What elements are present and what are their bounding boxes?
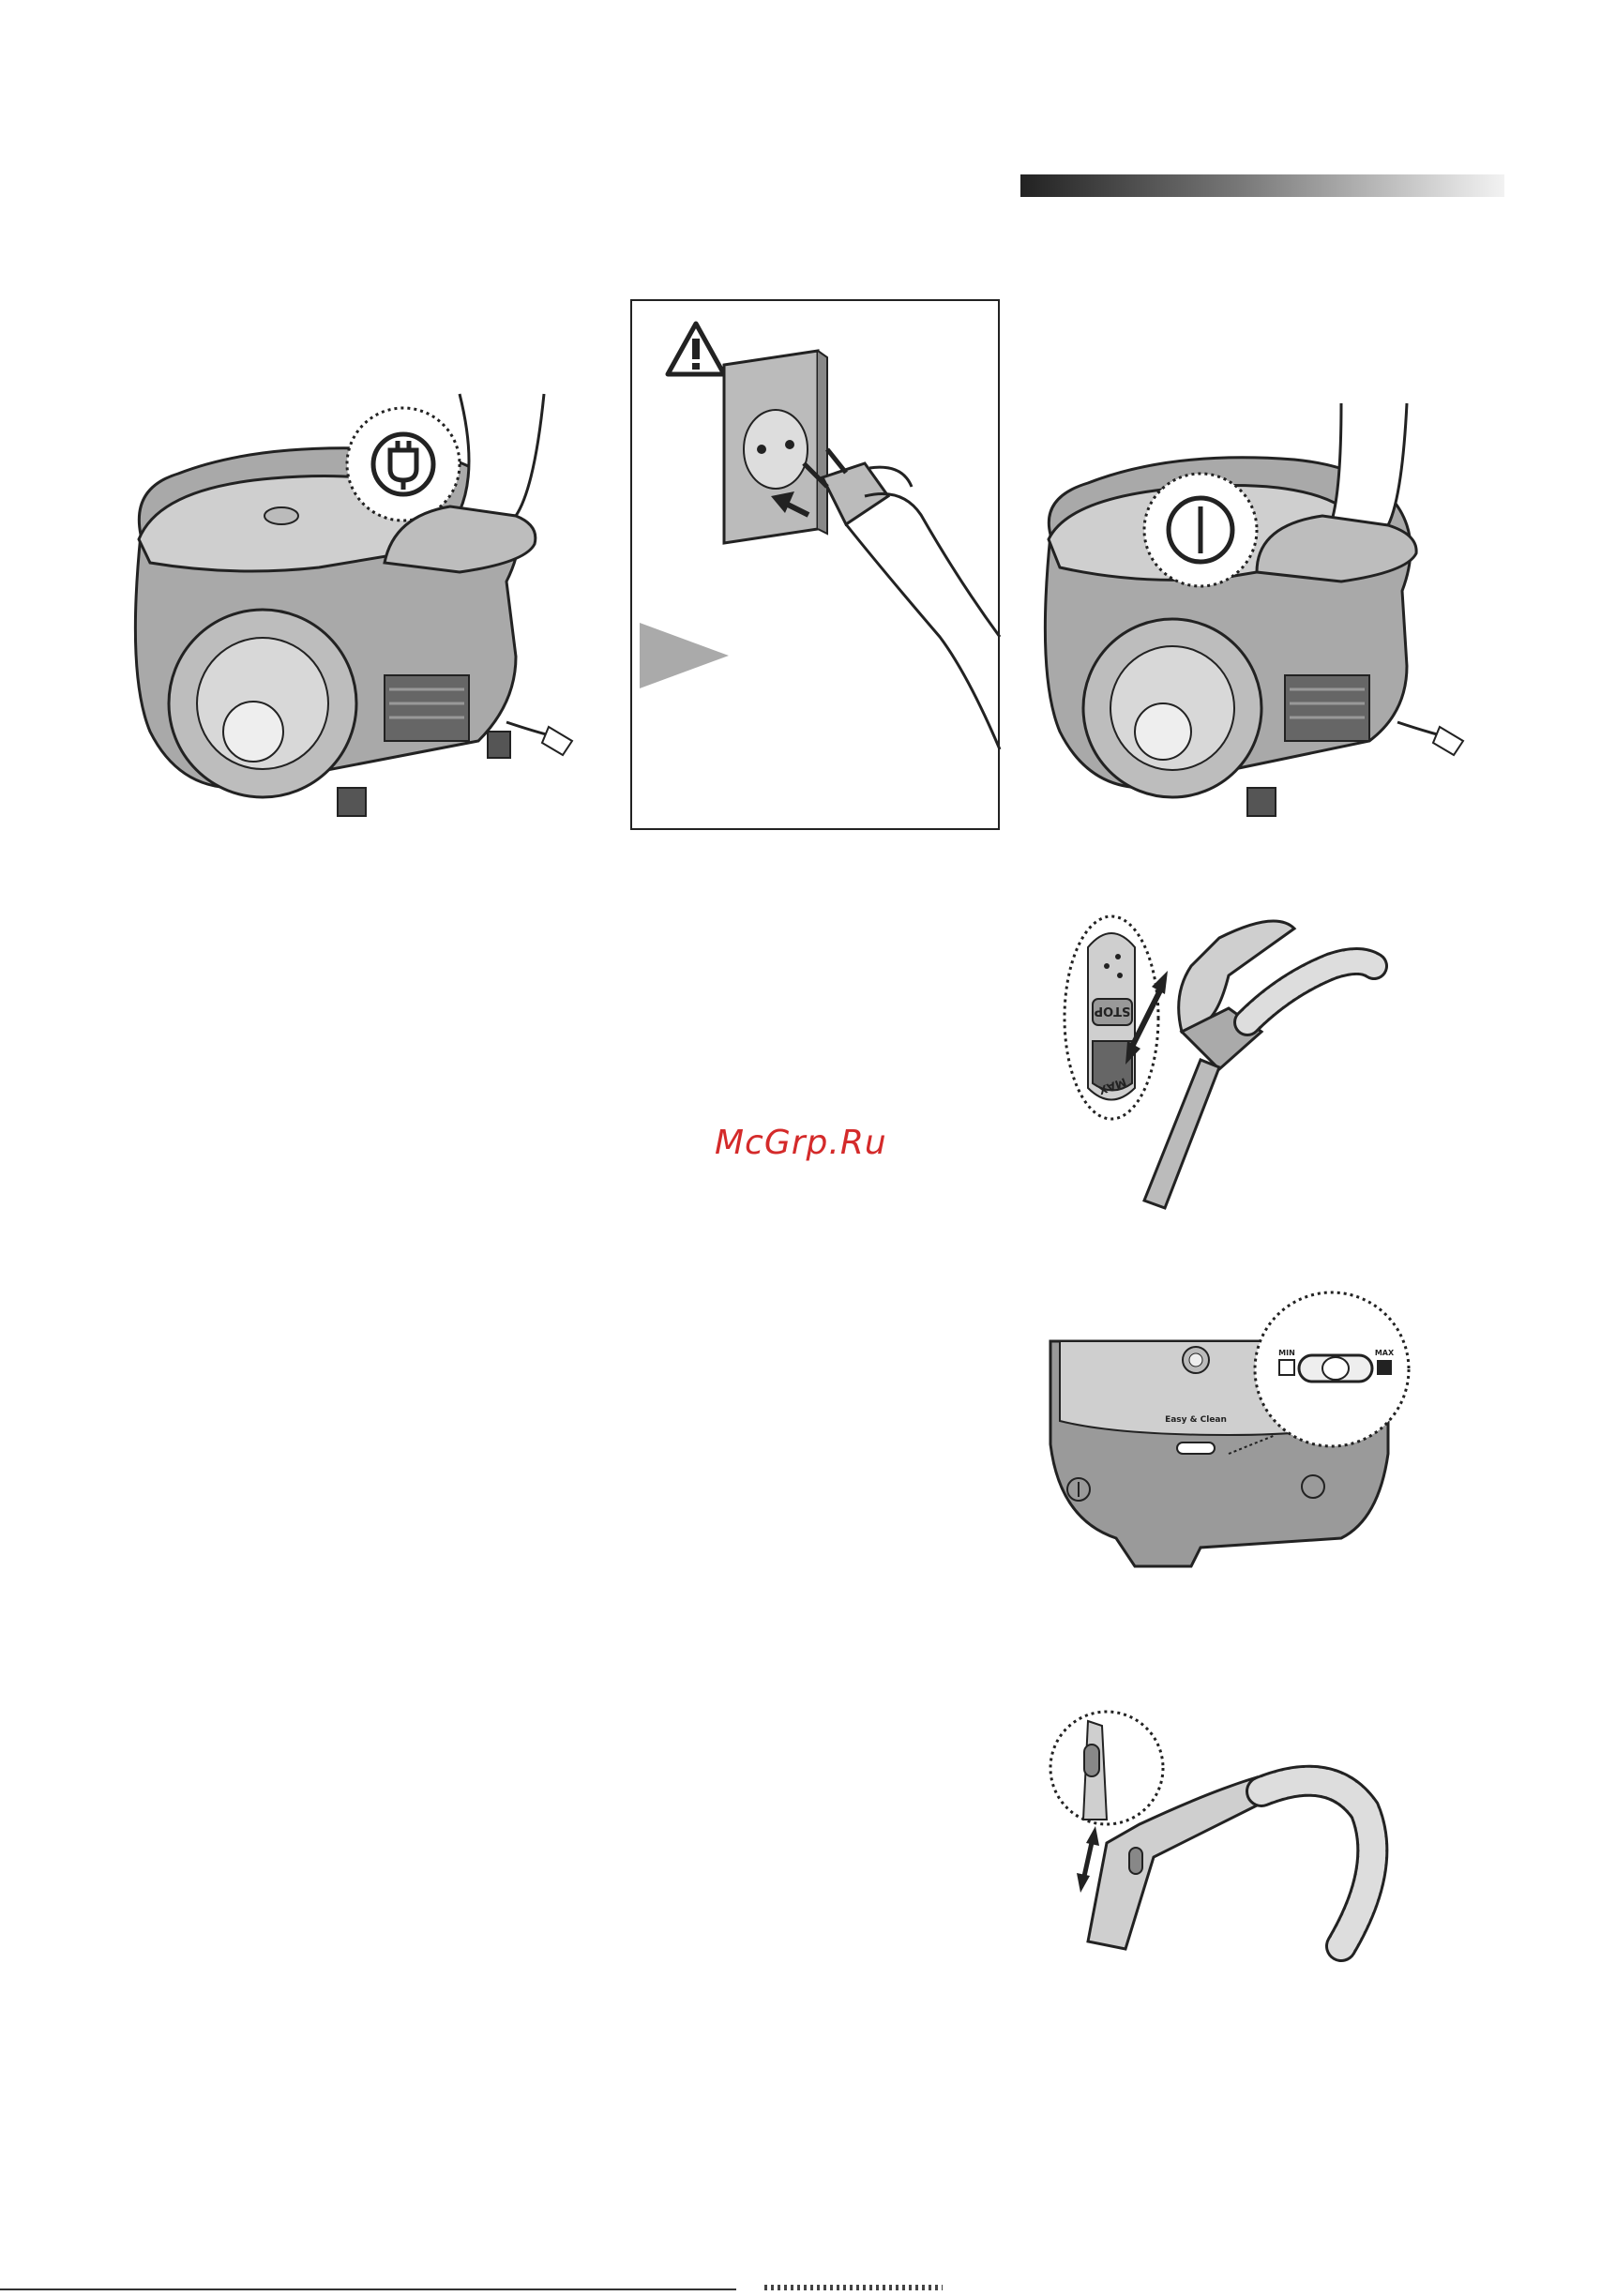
slider-max-label: MAX bbox=[1375, 1349, 1395, 1357]
switch-stop-label: STOP bbox=[1095, 1004, 1131, 1018]
suction-slider-illustration: Easy & Clean MIN MAX bbox=[1041, 1294, 1435, 1576]
unplug-from-socket-illustration bbox=[630, 299, 1000, 830]
warning-icon bbox=[668, 324, 724, 374]
vacuum-cord-rewind-illustration bbox=[122, 375, 610, 844]
header-gradient-bar bbox=[1020, 174, 1504, 197]
watermark: McGrp.Ru bbox=[715, 1124, 887, 1162]
play-arrow-icon bbox=[640, 623, 729, 688]
slider-min-label: MIN bbox=[1278, 1349, 1295, 1357]
footer-dots bbox=[764, 2285, 943, 2290]
footer-rule bbox=[0, 2288, 736, 2290]
vacuum-power-switch-illustration bbox=[1032, 413, 1501, 825]
brand-label: Easy & Clean bbox=[1165, 1415, 1227, 1425]
handle-slider-illustration bbox=[1050, 1707, 1388, 1951]
handle-switch-illustration: STOP MAX bbox=[1060, 910, 1379, 1210]
